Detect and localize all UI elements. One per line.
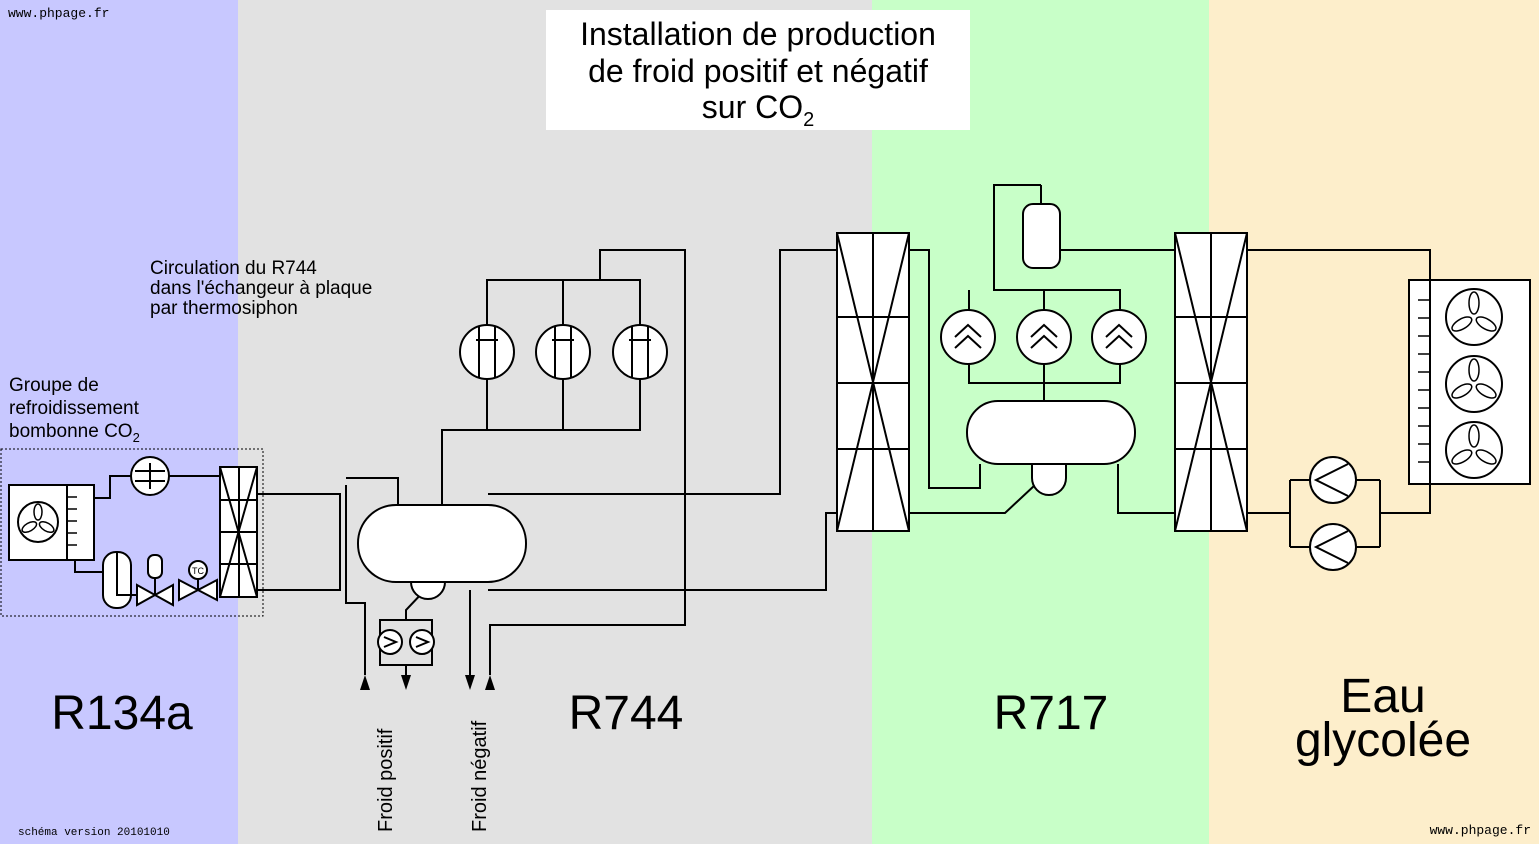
- r717-piping: [909, 184, 1175, 514]
- title-line1: Installation de production: [580, 16, 936, 52]
- pump-glycol-1: [1309, 456, 1357, 504]
- groupe-line3-sub: 2: [133, 430, 140, 445]
- compressor-r744-2: [535, 324, 591, 380]
- version-label: schéma version 20101010: [18, 827, 170, 839]
- groupe-line1: Groupe de: [9, 375, 99, 396]
- zone-label-r744: R744: [569, 687, 684, 740]
- zone-label-r134a: R134a: [51, 687, 193, 740]
- groupe-boundary: [0, 448, 264, 617]
- oil-pot: [1022, 203, 1061, 269]
- pump-glycol-2: [1309, 523, 1357, 571]
- froid-negatif-out-arrow: [465, 675, 475, 690]
- solenoid-valve-icon: [136, 554, 174, 607]
- compressor-r717-2: [1016, 309, 1072, 365]
- watermark-left: www.phpage.fr: [8, 6, 109, 21]
- thermosiphon-line3: par thermosiphon: [150, 298, 298, 319]
- drycooler-fan-icon-2: [1445, 355, 1503, 413]
- title-line2: de froid positif et négatif: [588, 53, 928, 89]
- groupe-line3: bombonne CO2: [9, 421, 140, 445]
- compressor-r744-3: [612, 324, 668, 380]
- tc-label: TC: [192, 566, 204, 576]
- froid-negatif-label: Froid négatif: [469, 720, 491, 832]
- title-line3: sur CO2: [702, 89, 814, 131]
- nh3-separator: [966, 400, 1136, 496]
- zone-label-r717: R717: [994, 687, 1109, 740]
- froid-negatif-in-arrow: [485, 675, 495, 690]
- groupe-line3-prefix: bombonne CO: [9, 421, 133, 442]
- title-line3-sub: 2: [803, 109, 814, 131]
- thermosiphon-line2: dans l'échangeur à plaque: [150, 278, 372, 299]
- plate-exchanger-r717-right: [1174, 232, 1248, 532]
- pump-r744: [377, 619, 435, 666]
- drycooler-fan-icon-1: [1445, 288, 1503, 346]
- thermosiphon-line1: Circulation du R744: [150, 258, 317, 279]
- arrows: [360, 675, 495, 690]
- zone-r134a-bg: [0, 0, 238, 844]
- zone-label-glycol-2: glycolée: [1295, 714, 1471, 767]
- compressor-r717-3: [1091, 309, 1147, 365]
- groupe-line2: refroidissement: [9, 398, 140, 419]
- froid-positif-label: Froid positif: [375, 728, 397, 832]
- zone-label-glycol-1: Eau: [1340, 670, 1425, 723]
- froid-positif-in-arrow: [360, 675, 370, 690]
- expansion-valve-icon: TC: [178, 560, 218, 602]
- plate-exchanger-r717-left: [836, 232, 910, 532]
- title-line3-prefix: sur CO: [702, 89, 803, 125]
- title-box: [546, 10, 970, 130]
- compressor-r744-1: [459, 324, 515, 380]
- froid-positif-out-arrow: [401, 675, 411, 690]
- plate-exchanger-r134a: [219, 466, 258, 598]
- zone-r744-bg: [238, 0, 872, 844]
- compressor-r134a: [130, 456, 170, 496]
- co2-separator: [357, 504, 527, 600]
- compressor-r717-1: [940, 309, 996, 365]
- condenser-fins: [67, 496, 77, 546]
- glycol-piping: [1247, 249, 1431, 548]
- r744-piping: [257, 249, 837, 675]
- watermark-right: www.phpage.fr: [1430, 823, 1531, 838]
- drycooler-fan-icon-3: [1445, 421, 1503, 479]
- fan-icon: [17, 501, 59, 543]
